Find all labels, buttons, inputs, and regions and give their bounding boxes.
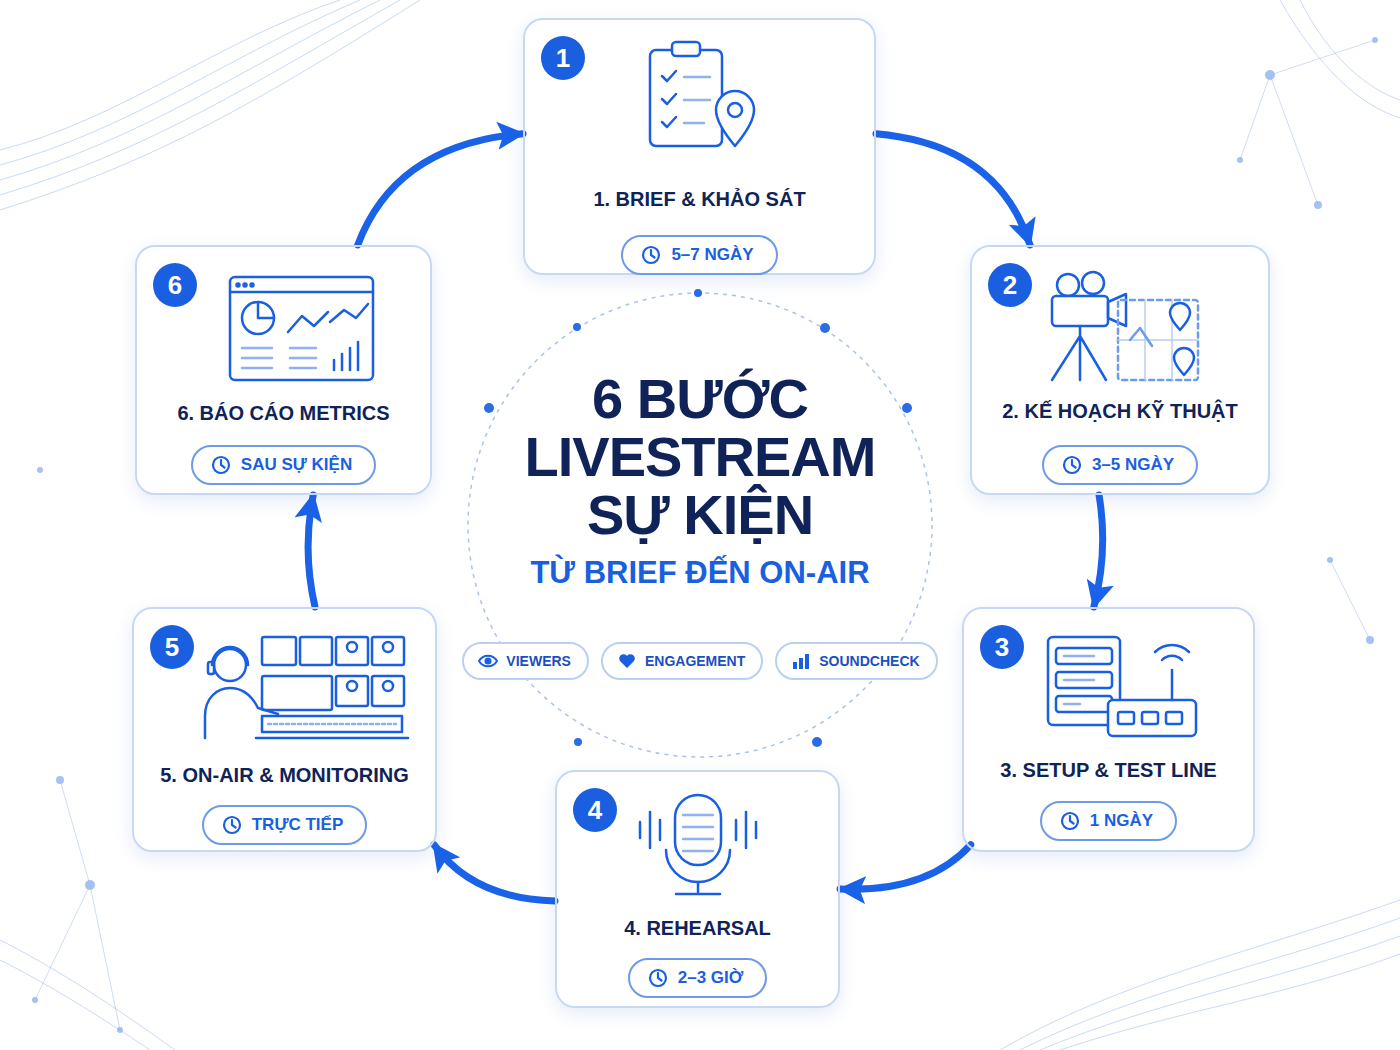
- camera-icon: [1052, 272, 1198, 380]
- step-box: 4. REHEARSAL 4 2–3 GIỜ: [555, 770, 840, 1008]
- step-number-badge: 5: [150, 625, 194, 669]
- clock-icon: [641, 245, 661, 265]
- duration-pill: SAU SỰ KIỆN: [191, 445, 376, 485]
- metric-icon: [478, 652, 498, 670]
- clock-icon: [1060, 811, 1080, 831]
- metric-pill: ENGAGEMENT: [601, 642, 763, 680]
- diagram-title: 6 BƯỚC LIVESTREAM SỰ KIỆN: [525, 367, 876, 546]
- duration-text: 1 NGÀY: [1090, 811, 1153, 831]
- callout-number: 6: [168, 270, 182, 301]
- step-title: 5. ON-AIR & MONITORING: [160, 764, 409, 787]
- step-title: 4. REHEARSAL: [624, 917, 771, 940]
- step-title: 1. BRIEF & KHẢO SÁT: [593, 188, 805, 211]
- title-row: 5. ON-AIR & MONITORING: [134, 764, 435, 787]
- flow-arrow: [434, 845, 555, 901]
- callout-number: 2: [1003, 270, 1017, 301]
- caption-block: TỪ BRIEF ĐẾN ON-AIR: [530, 555, 869, 591]
- metric-pill: SOUNDCHECK: [775, 642, 937, 680]
- metric-icon: [791, 652, 811, 670]
- step-box: 5. ON-AIR & MONITORING 5TRỰC TIẾP: [132, 607, 437, 852]
- step-number-badge: 3: [980, 625, 1024, 669]
- flow-arrow: [876, 134, 1030, 245]
- duration-pill: 1 NGÀY: [1040, 801, 1177, 841]
- step-title: 2. KẾ HOẠCH KỸ THUẬT: [1002, 400, 1238, 423]
- diagram-caption: TỪ BRIEF ĐẾN ON-AIR: [530, 555, 869, 590]
- callout-number: 4: [588, 795, 602, 826]
- duration-text: 2–3 GIỜ: [678, 968, 744, 988]
- callout-number: 1: [556, 43, 570, 74]
- clock-icon: [1062, 455, 1082, 475]
- step-box: 6. BÁO CÁO METRICS 6SAU SỰ KIỆN: [135, 245, 432, 495]
- step-title: 6. BÁO CÁO METRICS: [177, 402, 389, 425]
- center-dashed-circle: [468, 293, 932, 757]
- metric-pill: VIEWERS: [462, 642, 589, 680]
- clipboard-icon: [650, 42, 754, 146]
- step-number-badge: 4: [573, 788, 617, 832]
- title-row: 3. SETUP & TEST LINE: [964, 759, 1253, 782]
- step-number-badge: 6: [153, 263, 197, 307]
- duration-pill: 2–3 GIỜ: [628, 958, 768, 998]
- duration-text: SAU SỰ KIỆN: [241, 455, 352, 475]
- duration-text: TRỰC TIẾP: [252, 815, 344, 835]
- callout-number: 3: [995, 632, 1009, 663]
- callout-number: 5: [165, 632, 179, 663]
- title-row: 6. BÁO CÁO METRICS: [137, 402, 430, 425]
- duration-pill: 3–5 NGÀY: [1042, 445, 1198, 485]
- flow-arrow: [358, 134, 523, 245]
- flow-arrow: [1094, 495, 1103, 607]
- title-row: 2. KẾ HOẠCH KỸ THUẬT: [972, 400, 1268, 423]
- step-box: 1. BRIEF & KHẢO SÁT 1 5–7 NGÀY: [523, 18, 876, 275]
- metric-icon: [617, 652, 637, 670]
- dashboard-icon: [230, 277, 373, 380]
- flow-arrow: [840, 845, 971, 890]
- clock-icon: [222, 815, 242, 835]
- metric-text: ENGAGEMENT: [645, 653, 745, 669]
- step-box: 3. SETUP & TEST LINE 3 1 NGÀY: [962, 607, 1255, 852]
- clock-icon: [648, 968, 668, 988]
- duration-pill: TRỰC TIẾP: [202, 805, 368, 845]
- title-row: 1. BRIEF & KHẢO SÁT: [525, 188, 874, 211]
- network-dots: [32, 37, 1378, 1033]
- step-title: 3. SETUP & TEST LINE: [1000, 759, 1216, 782]
- flow-arrow: [308, 495, 315, 607]
- metric-text: SOUNDCHECK: [819, 653, 919, 669]
- metric-text: VIEWERS: [506, 653, 571, 669]
- step-number-badge: 1: [541, 36, 585, 80]
- title-row: 4. REHEARSAL: [557, 917, 838, 940]
- server-router-icon: [1048, 637, 1196, 736]
- step-box: 2. KẾ HOẠCH KỸ THUẬT 2 3–5 NGÀY: [970, 245, 1270, 495]
- duration-pill: 5–7 NGÀY: [621, 235, 777, 275]
- step-number-badge: 2: [988, 263, 1032, 307]
- clock-icon: [211, 455, 231, 475]
- duration-text: 3–5 NGÀY: [1092, 455, 1174, 475]
- duration-text: 5–7 NGÀY: [671, 245, 753, 265]
- microphone-icon: [640, 795, 756, 894]
- title-block: 6 BƯỚC LIVESTREAM SỰ KIỆN: [525, 370, 876, 545]
- network-lines: [35, 40, 1375, 1030]
- operator-desk-icon: [205, 637, 408, 738]
